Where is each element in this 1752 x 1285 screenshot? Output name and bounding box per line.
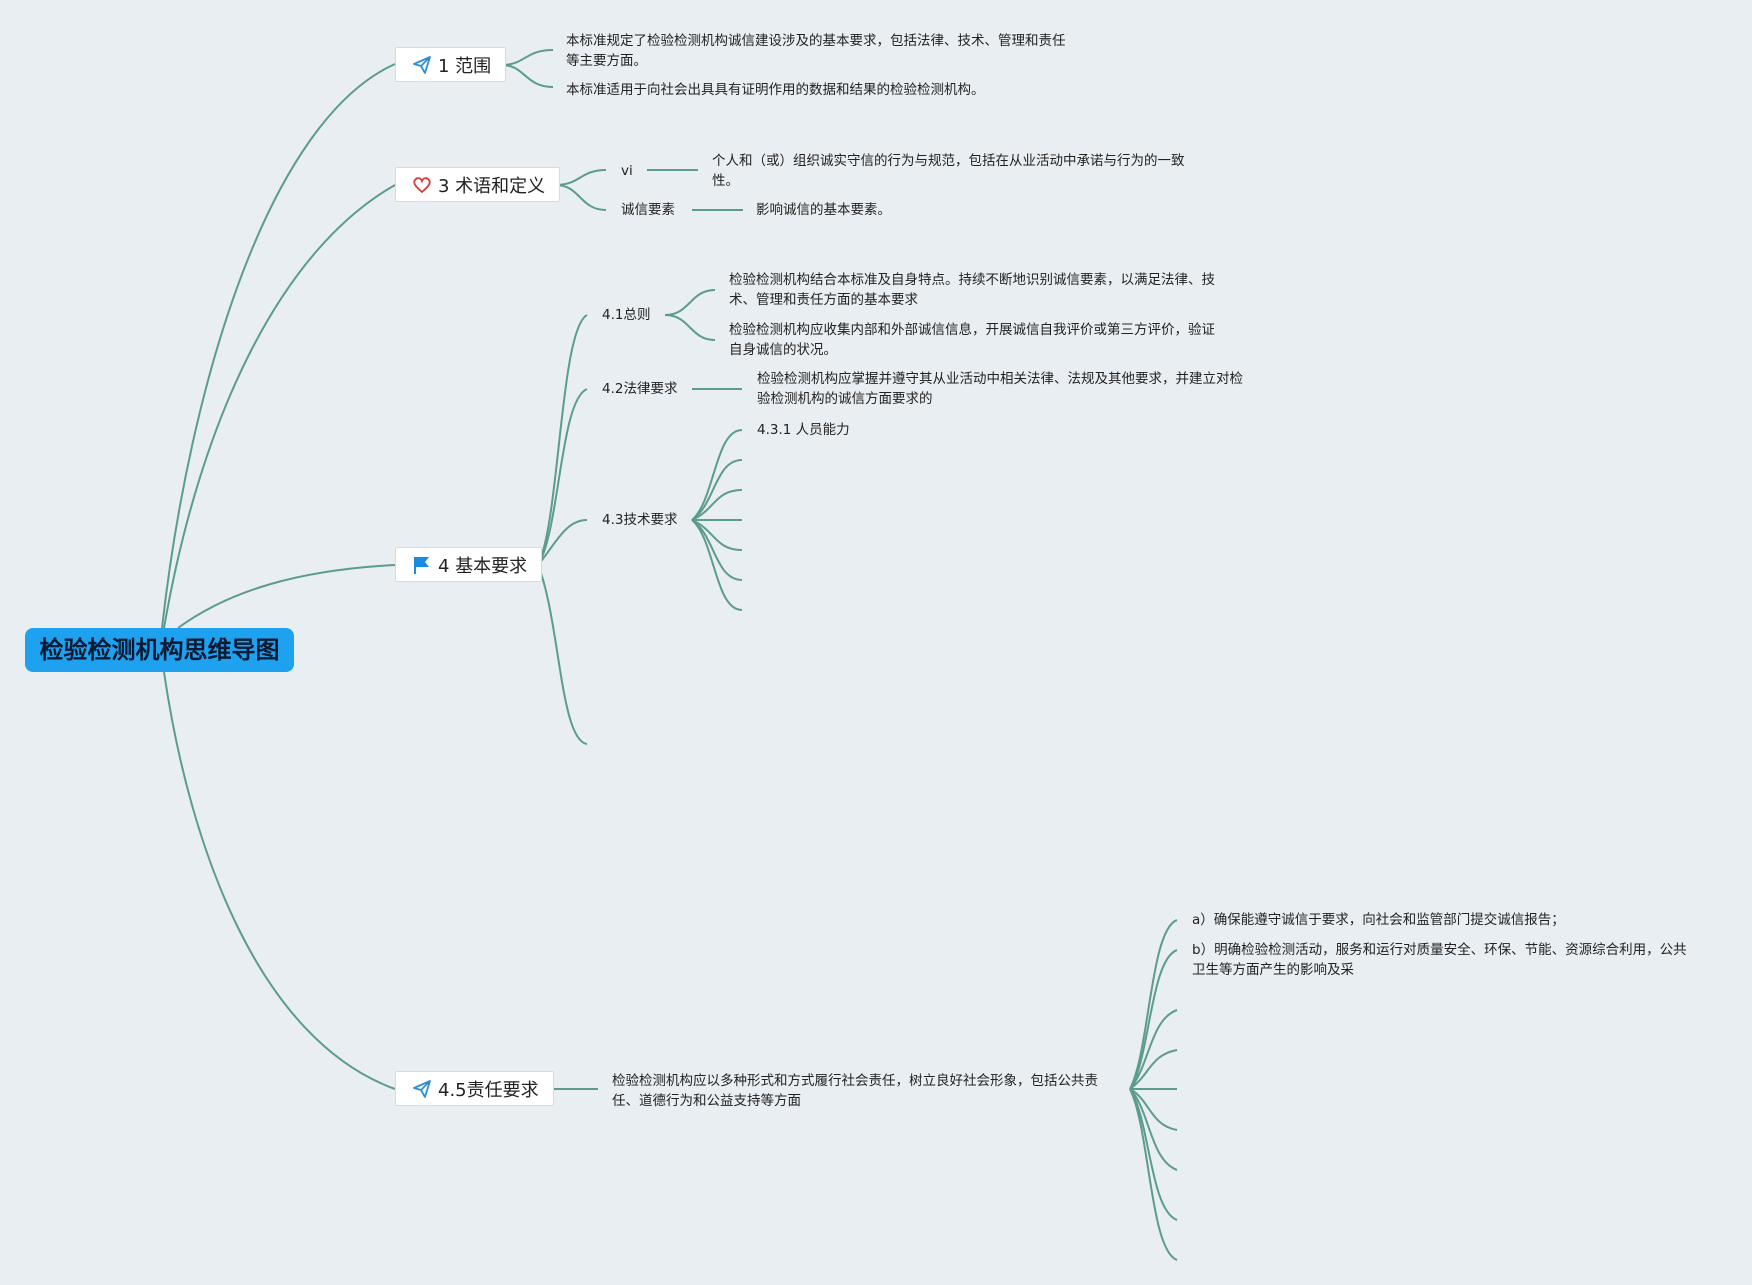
branch-responsibility-label: 4.5责任要求 [438, 1079, 539, 1101]
branch-terms[interactable]: 3 术语和定义 [395, 167, 561, 202]
legal-text[interactable]: 检验检测机构应掌握并遵守其从业活动中相关法律、法规及其他要求，并建立对检验检测机… [757, 371, 1243, 407]
branch-scope[interactable]: 1 范围 [395, 47, 507, 82]
scope-item-1[interactable]: 本标准规定了检验检测机构诚信建设涉及的基本要求，包括法律、技术、管理和责任等主要… [566, 33, 1066, 69]
heart-icon [412, 174, 434, 196]
paper-plane-icon [412, 54, 434, 76]
responsibility-item-b[interactable]: b）明确检验检测活动，服务和运行对质量安全、环保、节能、资源综合利用，公共卫生等… [1192, 942, 1687, 978]
flag-icon [412, 554, 434, 576]
tech-item-personnel[interactable]: 4.3.1 人员能力 [757, 422, 850, 438]
branch-basic[interactable]: 4 基本要求 [395, 547, 543, 582]
paper-plane-icon [412, 1078, 434, 1100]
term-2-definition[interactable]: 影响诚信的基本要素。 [756, 202, 891, 218]
general-topic[interactable]: 4.1总则 [602, 307, 651, 323]
term-1-definition[interactable]: 个人和（或）组织诚实守信的行为与规范，包括在从业活动中承诺与行为的一致性。 [712, 153, 1185, 189]
branch-basic-label: 4 基本要求 [438, 555, 528, 577]
root-topic[interactable]: 检验检测机构思维导图 [25, 628, 294, 672]
term-1[interactable]: vi [621, 163, 633, 179]
term-2[interactable]: 诚信要素 [621, 202, 675, 218]
responsibility-item-a[interactable]: a）确保能遵守诚信于要求，向社会和监管部门提交诚信报告； [1192, 912, 1565, 928]
legal-topic[interactable]: 4.2法律要求 [602, 381, 678, 397]
tech-topic[interactable]: 4.3技术要求 [602, 512, 678, 528]
scope-item-2[interactable]: 本标准适用于向社会出具具有证明作用的数据和结果的检验检测机构。 [566, 82, 985, 98]
responsibility-text[interactable]: 检验检测机构应以多种形式和方式履行社会责任，树立良好社会形象，包括公共责任、道德… [612, 1073, 1098, 1109]
general-item-2[interactable]: 检验检测机构应收集内部和外部诚信信息，开展诚信自我评价或第三方评价，验证自身诚信… [729, 322, 1215, 358]
branch-terms-label: 3 术语和定义 [438, 175, 546, 197]
branch-responsibility[interactable]: 4.5责任要求 [395, 1071, 554, 1106]
branch-scope-label: 1 范围 [438, 55, 492, 77]
general-item-1[interactable]: 检验检测机构结合本标准及自身特点。持续不断地识别诚信要素，以满足法律、技术、管理… [729, 272, 1215, 308]
